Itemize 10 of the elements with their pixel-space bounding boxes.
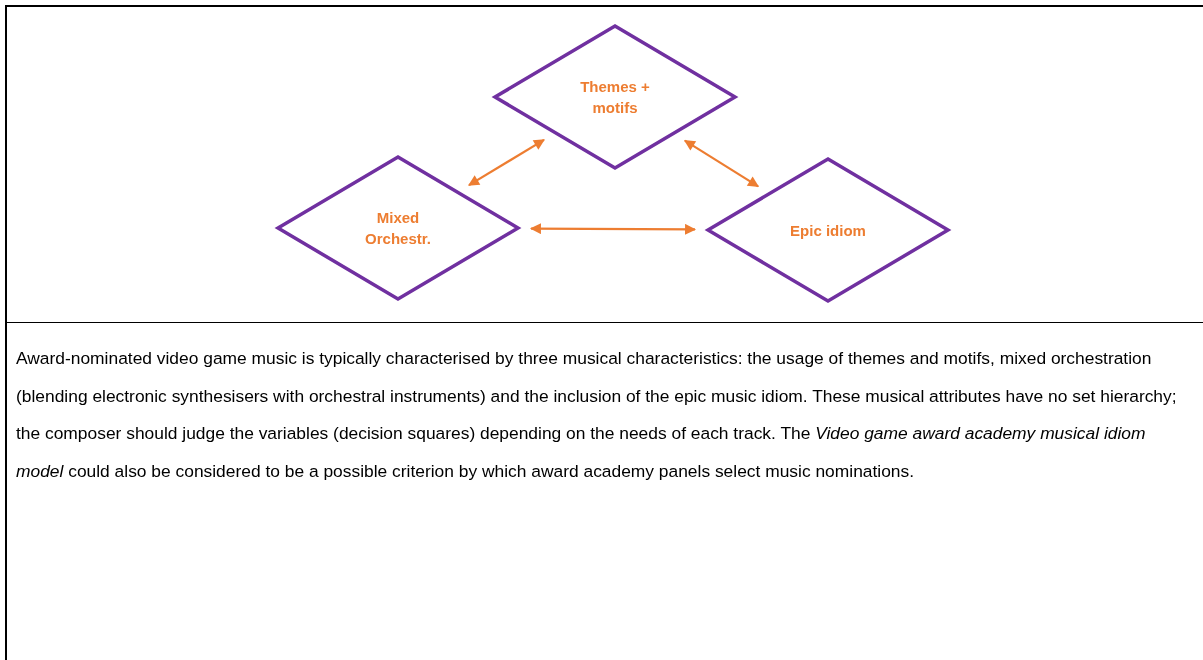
decision-diamond <box>706 157 950 303</box>
double-arrow <box>683 139 760 188</box>
decision-diamond <box>493 24 737 170</box>
double-arrow <box>468 138 545 187</box>
diamond-label: Mixed Orchestr. <box>364 208 432 249</box>
diamond-label: Themes + motifs <box>579 77 651 118</box>
caption: Award-nominated video game music is typically characterised by three musical characteristics: the usage of themes and motifs, mixed orchestration (blending electronic synthesisers with orchestral instruments) and the inclusion of the epic music idiom. These musical attributes have no set hierarchy; the composer should judge the variables (decision squares) depending on the needs of each track. The Video game award academy musical idiom model could also be considered to be a possible criterion by which award academy panels select music nominations. <box>16 347 1178 483</box>
double-arrow <box>529 223 697 235</box>
decision-diamond <box>276 155 520 301</box>
diamond-label: Epic idiom <box>789 220 867 241</box>
